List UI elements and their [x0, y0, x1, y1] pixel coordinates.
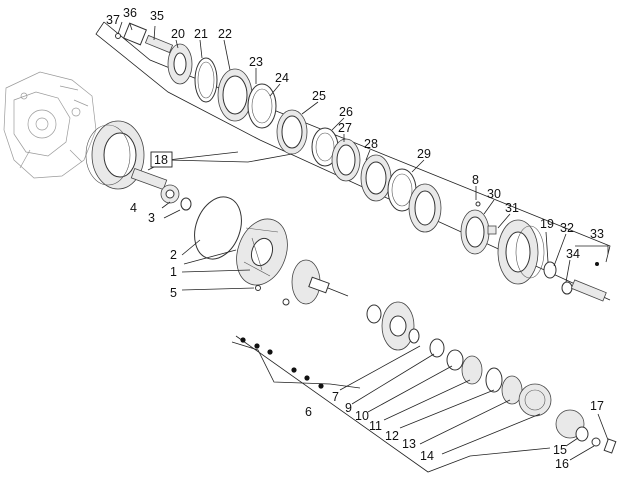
part-label-37: 37 [106, 13, 120, 27]
part-label-30: 30 [487, 187, 501, 201]
part-label-2: 2 [170, 248, 177, 262]
lower-frame [231, 335, 551, 473]
part-label-9: 9 [345, 401, 352, 415]
part-label-20: 20 [171, 27, 185, 41]
leader-lines [117, 21, 609, 461]
part-label-28: 28 [364, 137, 378, 151]
part-label-11: 11 [369, 419, 382, 433]
part-label-26: 26 [339, 105, 353, 119]
part-label-7: 7 [332, 390, 339, 404]
part-label-18: 18 [154, 153, 168, 167]
part-labels: 37 36 35 20 21 22 23 24 25 26 27 28 29 8… [106, 6, 604, 471]
pulley-half [282, 259, 349, 306]
part-label-18-box [150, 151, 173, 168]
part-label-10: 10 [355, 409, 369, 423]
part-label-22: 22 [218, 27, 232, 41]
part-label-13: 13 [402, 437, 416, 451]
part-label-34: 34 [566, 247, 580, 261]
part-label-12: 12 [385, 429, 399, 443]
part-label-19: 19 [540, 217, 554, 231]
cover-assembly [194, 196, 288, 291]
part-label-15: 15 [553, 443, 567, 457]
part-label-16: 16 [555, 457, 569, 471]
part-label-31: 31 [505, 201, 519, 215]
upper-clutch-plates [194, 57, 497, 255]
part-label-24: 24 [275, 71, 289, 85]
part-label-4: 4 [130, 201, 137, 215]
clutch-basket [497, 219, 607, 302]
part-label-33: 33 [590, 227, 604, 241]
part-label-29: 29 [417, 147, 431, 161]
part-label-32: 32 [560, 221, 574, 235]
part-label-21: 21 [194, 27, 208, 41]
part-label-35: 35 [150, 9, 164, 23]
part-label-14: 14 [420, 449, 434, 463]
main-drum [85, 120, 293, 191]
engine-case-sketch [3, 71, 97, 179]
dot-group-6 [240, 337, 324, 389]
lower-assembly [366, 301, 617, 454]
part-label-8: 8 [472, 173, 479, 187]
part-20-gear [167, 43, 193, 85]
small-parts-top [115, 22, 174, 54]
part-label-6: 6 [305, 405, 312, 419]
part-label-5: 5 [170, 286, 177, 300]
part-label-27: 27 [338, 121, 352, 135]
part-label-3: 3 [148, 211, 155, 225]
part-label-23: 23 [249, 55, 263, 69]
part-label-25: 25 [312, 89, 326, 103]
bracket-33 [575, 245, 609, 266]
part-label-36: 36 [123, 6, 137, 20]
small-rings-3-4 [160, 184, 192, 211]
part-label-17: 17 [590, 399, 604, 413]
part-label-1: 1 [170, 265, 177, 279]
